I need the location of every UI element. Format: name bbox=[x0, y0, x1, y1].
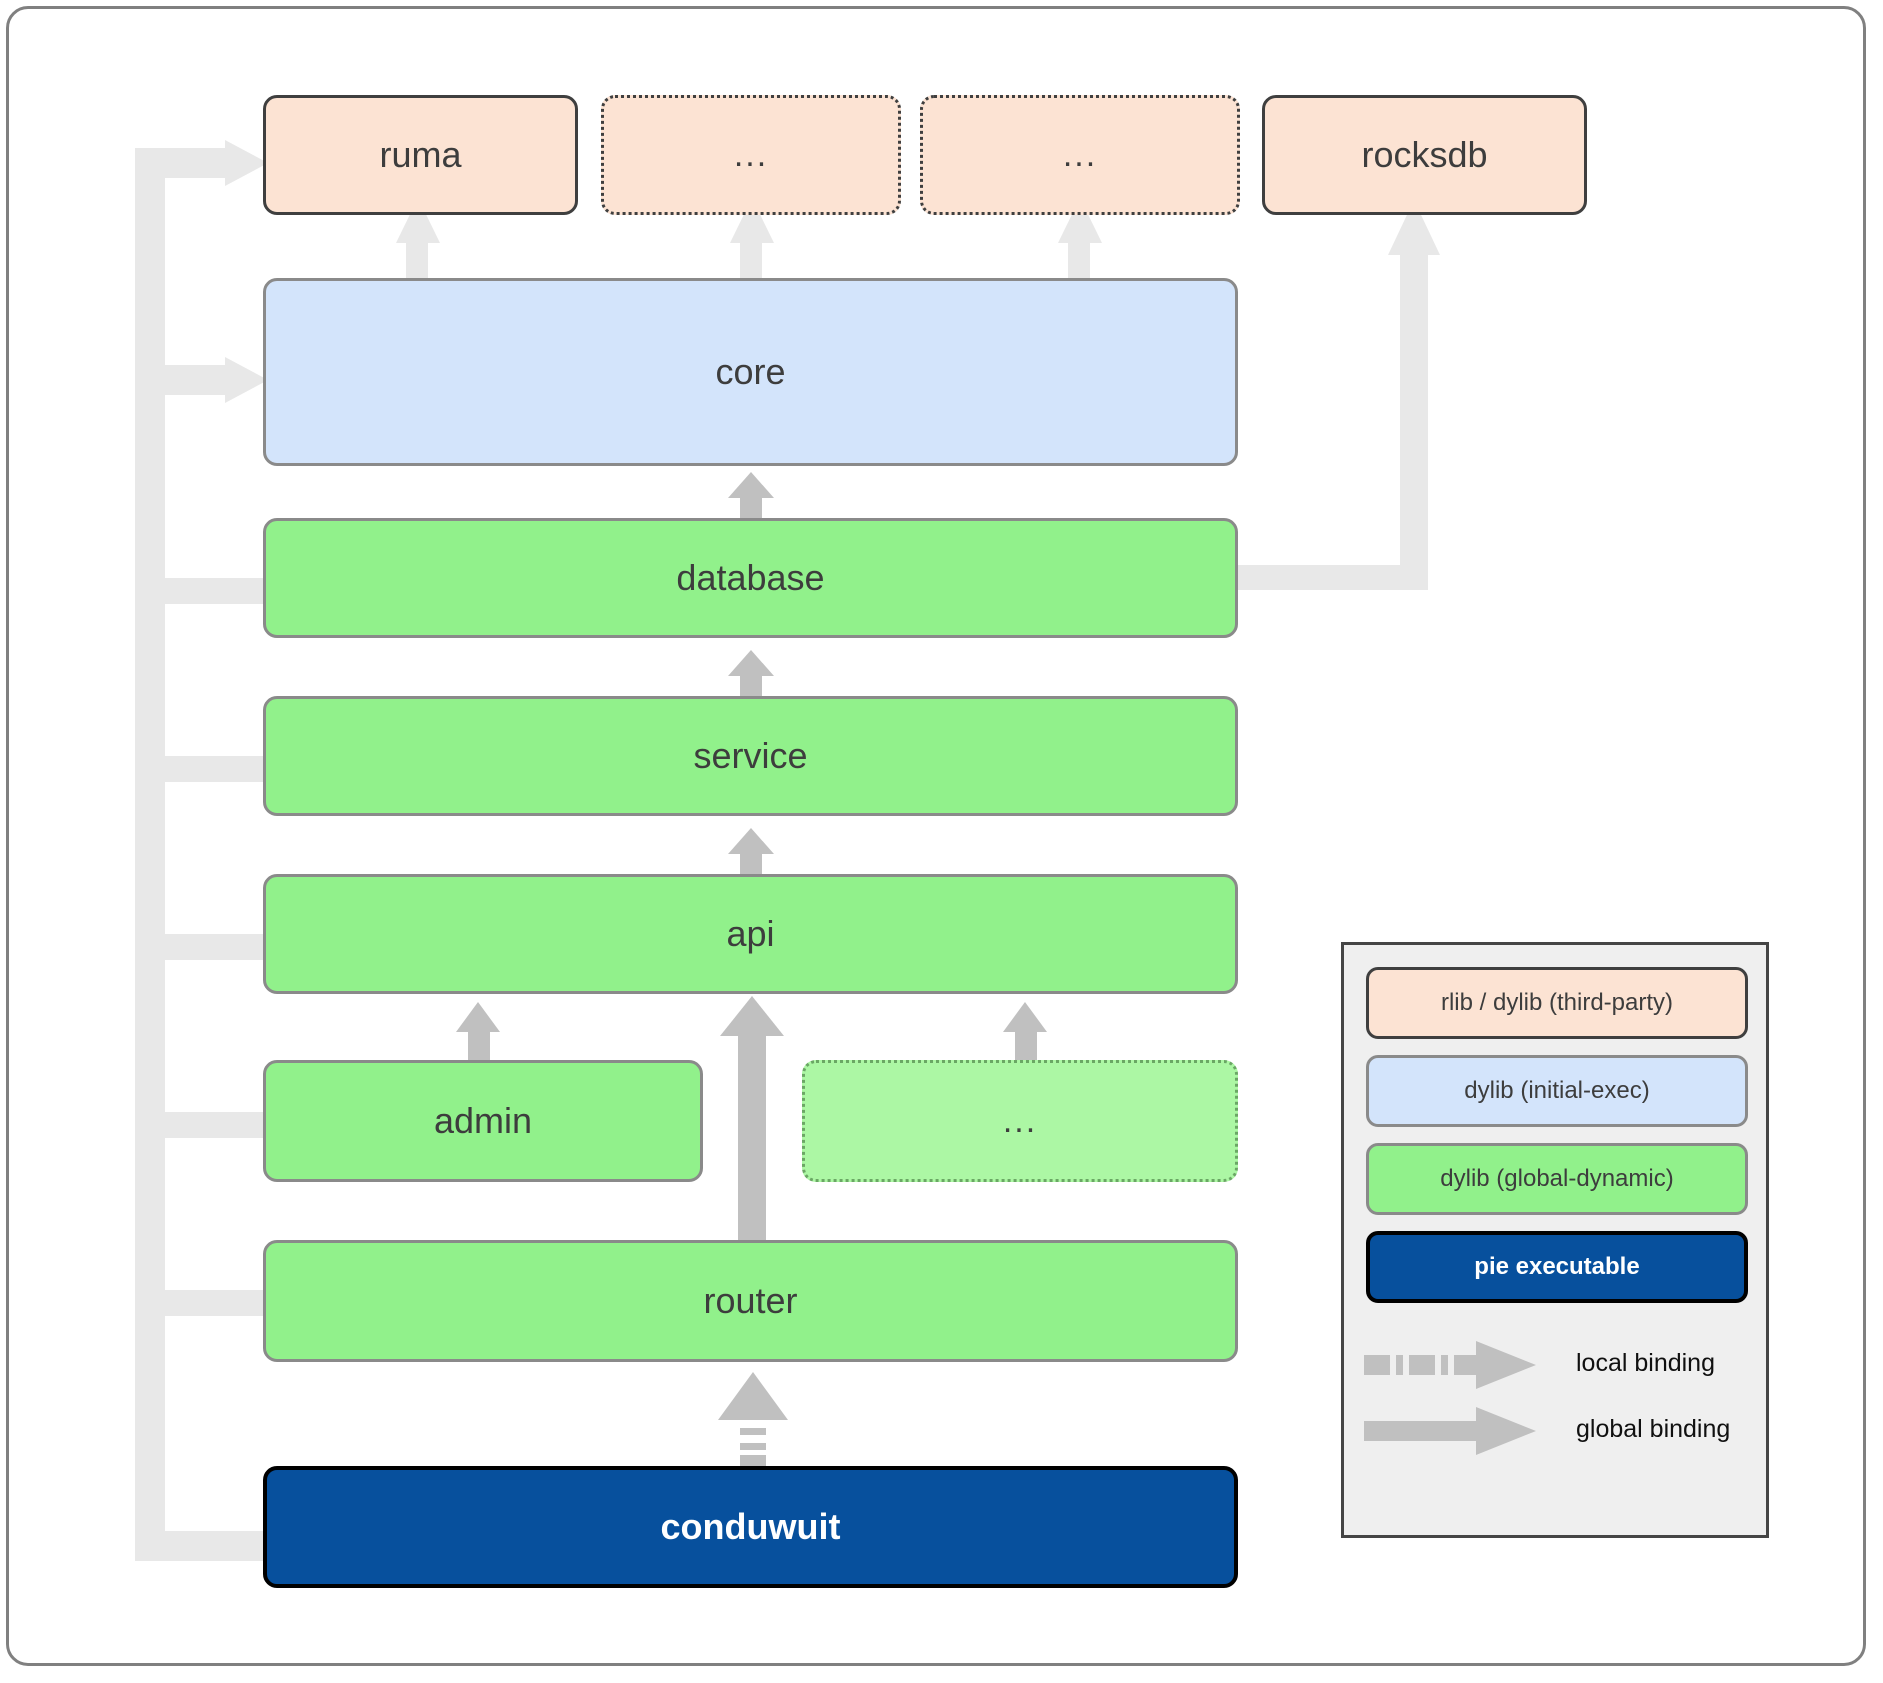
legend-panel: rlib / dylib (third-party) dylib (initia… bbox=[1341, 942, 1769, 1538]
node-router[interactable]: router bbox=[263, 1240, 1238, 1362]
node-ext-b[interactable]: ... bbox=[920, 95, 1240, 215]
node-api[interactable]: api bbox=[263, 874, 1238, 994]
node-ext-a-label: ... bbox=[733, 135, 769, 174]
node-api-stub-label: ... bbox=[1002, 1101, 1038, 1140]
node-admin-label: admin bbox=[433, 1100, 533, 1141]
node-api-label: api bbox=[726, 913, 775, 954]
node-conduwuit-label: conduwuit bbox=[660, 1506, 841, 1547]
legend-swatch-initial-exec: dylib (initial-exec) bbox=[1366, 1055, 1748, 1127]
legend-swatch-pie-executable: pie executable bbox=[1366, 1231, 1748, 1303]
node-rocksdb-label: rocksdb bbox=[1361, 134, 1488, 175]
node-rocksdb[interactable]: rocksdb bbox=[1262, 95, 1587, 215]
node-admin[interactable]: admin bbox=[263, 1060, 703, 1182]
legend-label-local-binding: local binding bbox=[1576, 1349, 1715, 1377]
node-service[interactable]: service bbox=[263, 696, 1238, 816]
node-ruma-label: ruma bbox=[379, 134, 462, 175]
legend-swatch-third-party: rlib / dylib (third-party) bbox=[1366, 967, 1748, 1039]
legend-label-global-binding: global binding bbox=[1576, 1415, 1731, 1443]
legend-label-third-party: rlib / dylib (third-party) bbox=[1440, 989, 1674, 1016]
core-to-thirdparty-arrows bbox=[396, 198, 1102, 280]
left-trunk-global-bindings bbox=[135, 140, 268, 1561]
legend-swatch-global-dynamic: dylib (global-dynamic) bbox=[1366, 1143, 1748, 1215]
node-database[interactable]: database bbox=[263, 518, 1238, 638]
legend-label-pie-executable: pie executable bbox=[1474, 1253, 1640, 1280]
node-ruma[interactable]: ruma bbox=[263, 95, 578, 215]
node-api-stub[interactable]: ... bbox=[802, 1060, 1238, 1182]
node-ext-b-label: ... bbox=[1062, 135, 1098, 174]
node-ext-a[interactable]: ... bbox=[601, 95, 901, 215]
stack-global-binding-arrows bbox=[456, 472, 1047, 1250]
legend-label-global-dynamic: dylib (global-dynamic) bbox=[1440, 1165, 1674, 1192]
database-to-rocksdb-arrow bbox=[1238, 200, 1440, 590]
legend-label-initial-exec: dylib (initial-exec) bbox=[1464, 1077, 1650, 1104]
node-core-label: core bbox=[715, 351, 786, 392]
node-router-label: router bbox=[703, 1280, 798, 1321]
legend-row-local-binding: local binding bbox=[1364, 1337, 1756, 1393]
dashed-arrow-icon bbox=[1364, 1339, 1544, 1396]
node-core[interactable]: core bbox=[263, 278, 1238, 466]
solid-arrow-icon bbox=[1364, 1405, 1544, 1462]
node-conduwuit[interactable]: conduwuit bbox=[263, 1466, 1238, 1588]
node-database-label: database bbox=[676, 557, 825, 598]
node-service-label: service bbox=[693, 735, 808, 776]
legend-row-global-binding: global binding bbox=[1364, 1403, 1756, 1459]
